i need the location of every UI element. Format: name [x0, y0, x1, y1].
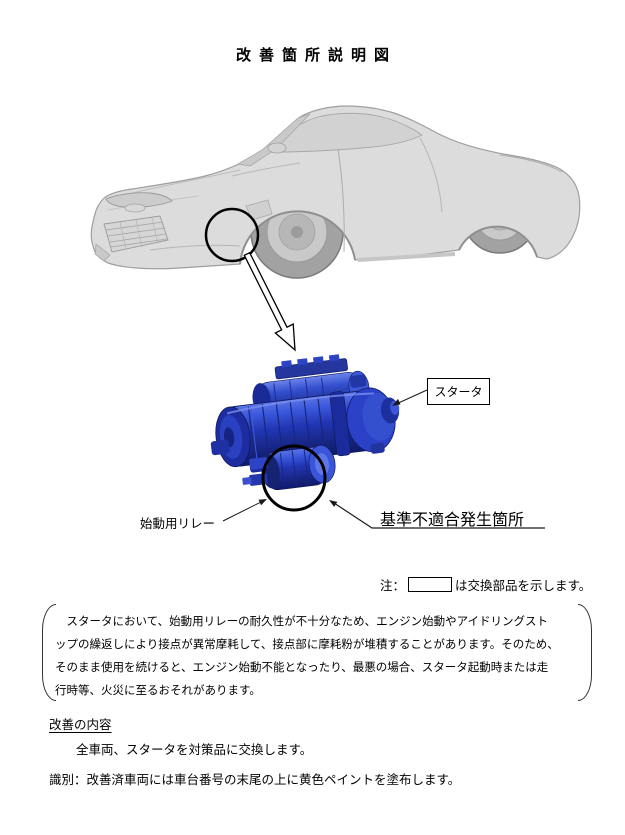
front-grille	[103, 215, 169, 253]
rear-fender-line	[419, 137, 443, 213]
defect-location-label: 基準不適合発生箇所	[380, 512, 525, 529]
starter-label-box: スタータ	[427, 378, 490, 405]
car-illustration	[90, 105, 581, 279]
description-line: ップの繰返しにより接点が異常摩耗して、接点部に摩耗粉が堆積することがあります。そ…	[55, 639, 559, 651]
front-arch-lip	[239, 210, 356, 265]
callout-arrow	[243, 251, 296, 352]
starter-illustration	[210, 354, 400, 491]
side-mirror	[267, 142, 287, 154]
starter-inspection-circle	[261, 444, 327, 512]
relay-leader-arrow	[222, 499, 267, 522]
windshield	[236, 113, 311, 167]
hood-line-2	[107, 195, 199, 211]
fender-crease	[231, 162, 301, 177]
relay-cluster	[242, 444, 336, 491]
note-prefix: 注：	[380, 579, 406, 593]
description-line: スタータにおいて、始動用リレーの耐久性が不十分なため、エンジン始動やアイドリング…	[55, 616, 548, 628]
replacement-note: 注： は交換部品を示します。	[380, 575, 591, 594]
page-title: 改善箇所説明図	[235, 47, 397, 64]
rear-wheel	[462, 178, 538, 254]
toyota-badge	[124, 203, 146, 213]
identification-label: 識別：	[49, 773, 87, 787]
spoiler-line	[499, 154, 563, 173]
remedy-body: 全車両、スタータを対策品に交換します。	[76, 743, 313, 757]
defect-description-text: スタータにおいて、始動用リレーの耐久性が不十分なため、エンジン始動やアイドリング…	[55, 611, 579, 703]
right-bracket	[578, 604, 592, 701]
identification-line: 識別：改善済車両には車台番号の末尾の上に黄色ペイントを塗布します。	[49, 769, 460, 788]
side-window	[271, 112, 423, 153]
relay-label: 始動用リレー	[140, 517, 216, 531]
bumper-line	[149, 244, 241, 251]
identification-body: 改善済車両には車台番号の末尾の上に黄色ペイントを塗布します。	[86, 773, 461, 787]
remedy-heading: 改善の内容	[49, 718, 112, 732]
left-bracket	[42, 604, 56, 701]
rocker-shadow	[358, 252, 455, 262]
door-seam	[337, 148, 345, 253]
defect-description-box: スタータにおいて、始動用リレーの耐久性が不十分なため、エンジン始動やアイドリング…	[42, 604, 592, 701]
hood-line-1	[119, 169, 241, 197]
car-inspection-circle	[204, 207, 260, 263]
description-line: そのまま使用を続けると、エンジン始動不能となったり、最悪の場合、スタータ起動時ま…	[55, 662, 549, 674]
front-wheel	[250, 185, 344, 279]
note-suffix: は交換部品を示します。	[455, 579, 592, 593]
lower-intake	[94, 243, 111, 262]
starter-label: スタータ	[434, 385, 483, 399]
car-body	[90, 105, 581, 270]
description-line: 行時等、火災に至るおそれがあります。	[55, 685, 261, 697]
side-scoop	[245, 199, 273, 221]
rear-arch-lip	[458, 225, 538, 258]
headlight	[105, 192, 173, 208]
replacement-part-box	[408, 577, 453, 592]
starter-leader-arrow	[392, 389, 428, 406]
